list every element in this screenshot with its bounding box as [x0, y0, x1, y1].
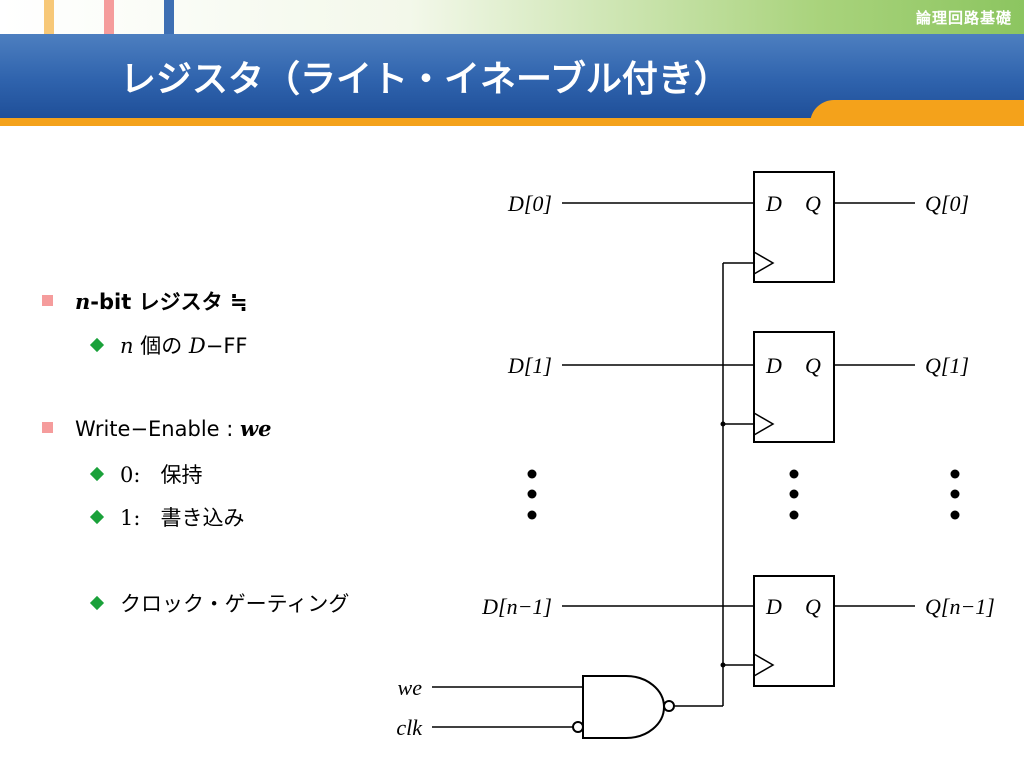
nand-gate	[582, 675, 665, 739]
dff-n1	[753, 575, 835, 687]
write-num: 1:	[120, 506, 141, 530]
ellipsis-dot	[789, 510, 799, 520]
dff-1	[753, 331, 835, 443]
label-d1: D[1]	[507, 353, 552, 378]
stripe-2	[104, 0, 114, 34]
ff0-d: D	[765, 191, 782, 216]
label-q1: Q[1]	[925, 353, 969, 378]
dff-0	[753, 171, 835, 283]
label-we: we	[398, 675, 423, 700]
ff1-q: Q	[805, 353, 821, 378]
sub-text1: 個の	[133, 334, 189, 358]
clk-triangle-0	[753, 251, 775, 275]
clk-triangle-1	[753, 412, 775, 436]
clk-inverter-bubble	[572, 721, 584, 733]
ellipsis-dot	[789, 489, 799, 499]
course-name: 論理回路基礎	[915, 9, 1012, 27]
ellipsis-dot	[527, 469, 537, 479]
clk-triangle-n1	[753, 653, 775, 677]
sub-n: n	[120, 334, 134, 358]
label-qn1: Q[n−1]	[925, 594, 995, 619]
junction-dot-n1	[720, 662, 726, 668]
ellipsis-dot	[527, 489, 537, 499]
bullet-n-dff: n 個の D−FF	[89, 330, 248, 360]
write-text: 書き込み	[160, 506, 245, 530]
label-q0: Q[0]	[925, 191, 969, 216]
label-d0: D[0]	[507, 191, 552, 216]
stripe-1	[44, 0, 54, 34]
ellipsis-dot	[950, 489, 960, 499]
bullet-write: 1: 書き込み	[89, 502, 245, 532]
write-enable-text: Write−Enable :	[75, 417, 240, 441]
ff1-d: D	[765, 353, 782, 378]
bullet-hold: 0: 保持	[89, 459, 203, 489]
square-bullet-icon	[42, 295, 53, 306]
bullet-clock-gating: クロック・ゲーティング	[89, 588, 350, 618]
nand-output-bubble	[663, 700, 675, 712]
ellipsis-dot	[950, 510, 960, 520]
square-bullet-icon	[42, 422, 53, 433]
slide-title: レジスタ（ライト・イネーブル付き）	[120, 59, 730, 100]
hold-text: 保持	[160, 463, 203, 487]
label-dn1: D[n−1]	[481, 594, 552, 619]
bullet-n: n	[75, 289, 91, 314]
bullet-write-enable: Write−Enable : we	[42, 416, 271, 441]
junction-dot-1	[720, 421, 726, 427]
ellipsis-dot	[950, 469, 960, 479]
we-label: we	[240, 416, 272, 441]
label-clk: clk	[396, 715, 423, 740]
orange-band	[0, 118, 1024, 126]
sub-text2: −FF	[205, 334, 248, 358]
bullet-nbit: n-bit レジスタ ≒	[42, 286, 247, 316]
bullet-nbit-text: -bit レジスタ ≒	[90, 290, 248, 314]
sub-d: D	[188, 334, 206, 358]
clock-gating-text: クロック・ゲーティング	[120, 592, 350, 616]
ellipsis-dot	[789, 469, 799, 479]
ffn1-q: Q	[805, 594, 821, 619]
ff0-q: Q	[805, 191, 821, 216]
ellipsis-dot	[527, 510, 537, 520]
hold-num: 0:	[120, 463, 141, 487]
ffn1-d: D	[765, 594, 782, 619]
stripe-3	[164, 0, 174, 34]
orange-tab	[810, 100, 1024, 126]
